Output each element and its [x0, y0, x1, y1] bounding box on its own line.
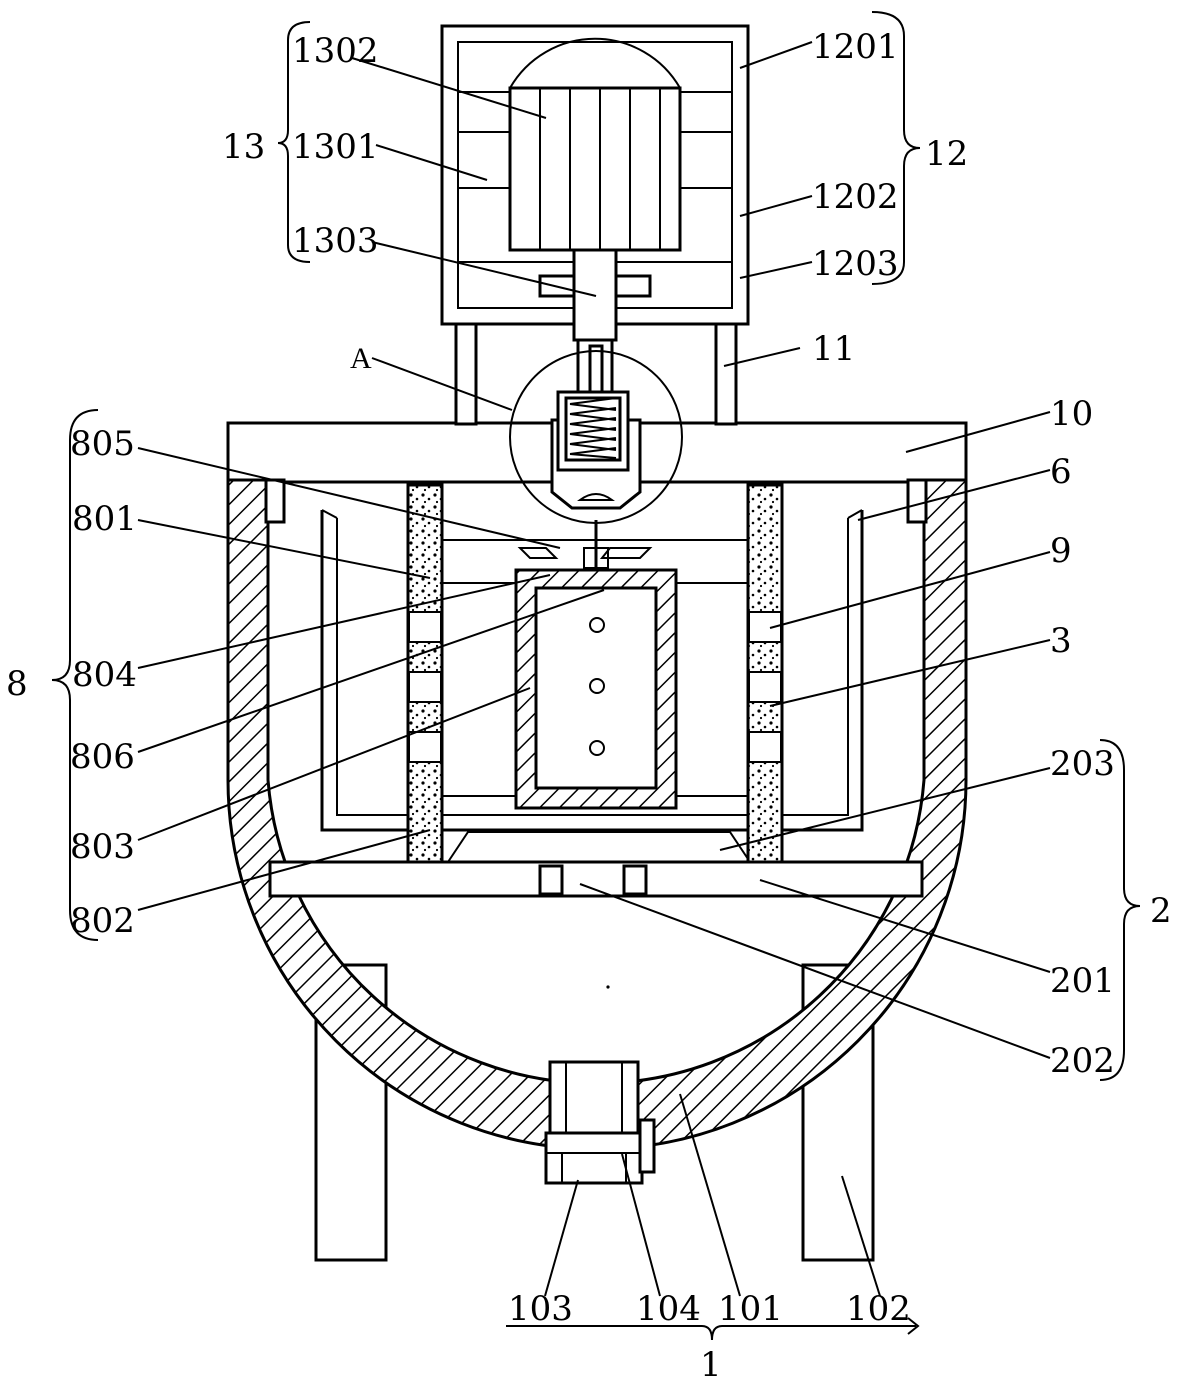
detail-circle-a: [509, 350, 683, 524]
leader-lines: [137, 41, 1051, 1297]
label-201: 201: [1050, 961, 1115, 1001]
inner-basket: [320, 509, 864, 832]
brackets: [51, 11, 1141, 1341]
label-11: 11: [812, 329, 855, 369]
label-12: 12: [925, 134, 968, 174]
label-202: 202: [1050, 1041, 1115, 1081]
label-1202: 1202: [812, 177, 899, 217]
label-1: 1: [700, 1345, 722, 1385]
callout-labels: 1302 1201 13 1301 12 1202 1303 1203 A 11…: [6, 27, 1172, 1385]
label-1201: 1201: [812, 27, 899, 67]
label-1301: 1301: [292, 127, 379, 167]
label-A: A: [350, 342, 372, 375]
label-3: 3: [1050, 621, 1072, 661]
spring-coupling: [556, 390, 630, 472]
label-805: 805: [70, 424, 135, 464]
label-804: 804: [72, 655, 137, 695]
label-1303: 1303: [292, 221, 379, 261]
filter-strips: [406, 483, 784, 864]
label-1302: 1302: [292, 31, 379, 71]
label-803: 803: [70, 827, 135, 867]
label-6: 6: [1050, 452, 1072, 492]
label-203: 203: [1050, 744, 1115, 784]
label-10: 10: [1050, 394, 1093, 434]
label-802: 802: [70, 901, 135, 941]
label-103: 103: [508, 1289, 573, 1329]
label-801: 801: [72, 499, 137, 539]
motor: [508, 37, 682, 402]
bottom-plate: [268, 831, 924, 898]
label-101: 101: [718, 1289, 783, 1329]
label-806: 806: [70, 737, 135, 777]
label-9: 9: [1050, 531, 1072, 571]
rotating-drum: [514, 568, 678, 810]
label-102: 102: [846, 1289, 911, 1329]
vessel-wall: [226, 476, 968, 1151]
stir-paddle: [517, 520, 653, 570]
label-1203: 1203: [812, 244, 899, 284]
label-104: 104: [636, 1289, 701, 1329]
discharge-outlet: [544, 1060, 656, 1185]
label-13: 13: [222, 127, 265, 167]
label-2: 2: [1150, 891, 1172, 931]
label-8: 8: [6, 664, 28, 704]
support-legs: [314, 963, 875, 1262]
